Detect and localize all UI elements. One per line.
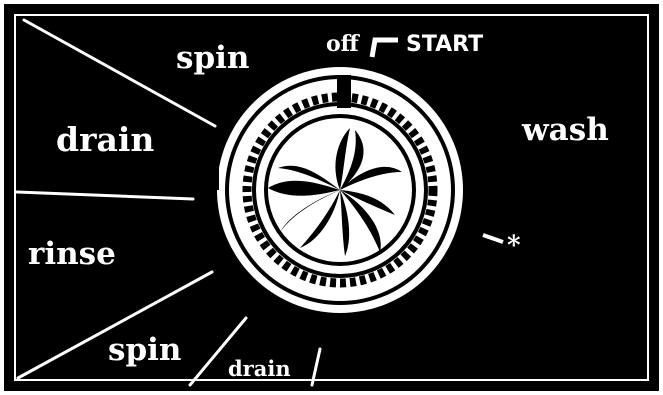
label-spin-bottom: spin <box>108 332 181 368</box>
label-drain-left: drain <box>56 120 154 159</box>
label-rinse: rinse <box>28 236 116 272</box>
label-spin-top: spin <box>176 40 249 76</box>
label-marker-asterisk: * <box>507 231 521 261</box>
label-start: START <box>406 32 483 57</box>
label-off: off <box>326 31 361 57</box>
label-drain-bottom: drain <box>228 356 291 381</box>
dial-pointer-tick-icon <box>337 75 351 108</box>
label-wash: wash <box>521 112 609 148</box>
dial-left-notch <box>214 168 219 190</box>
